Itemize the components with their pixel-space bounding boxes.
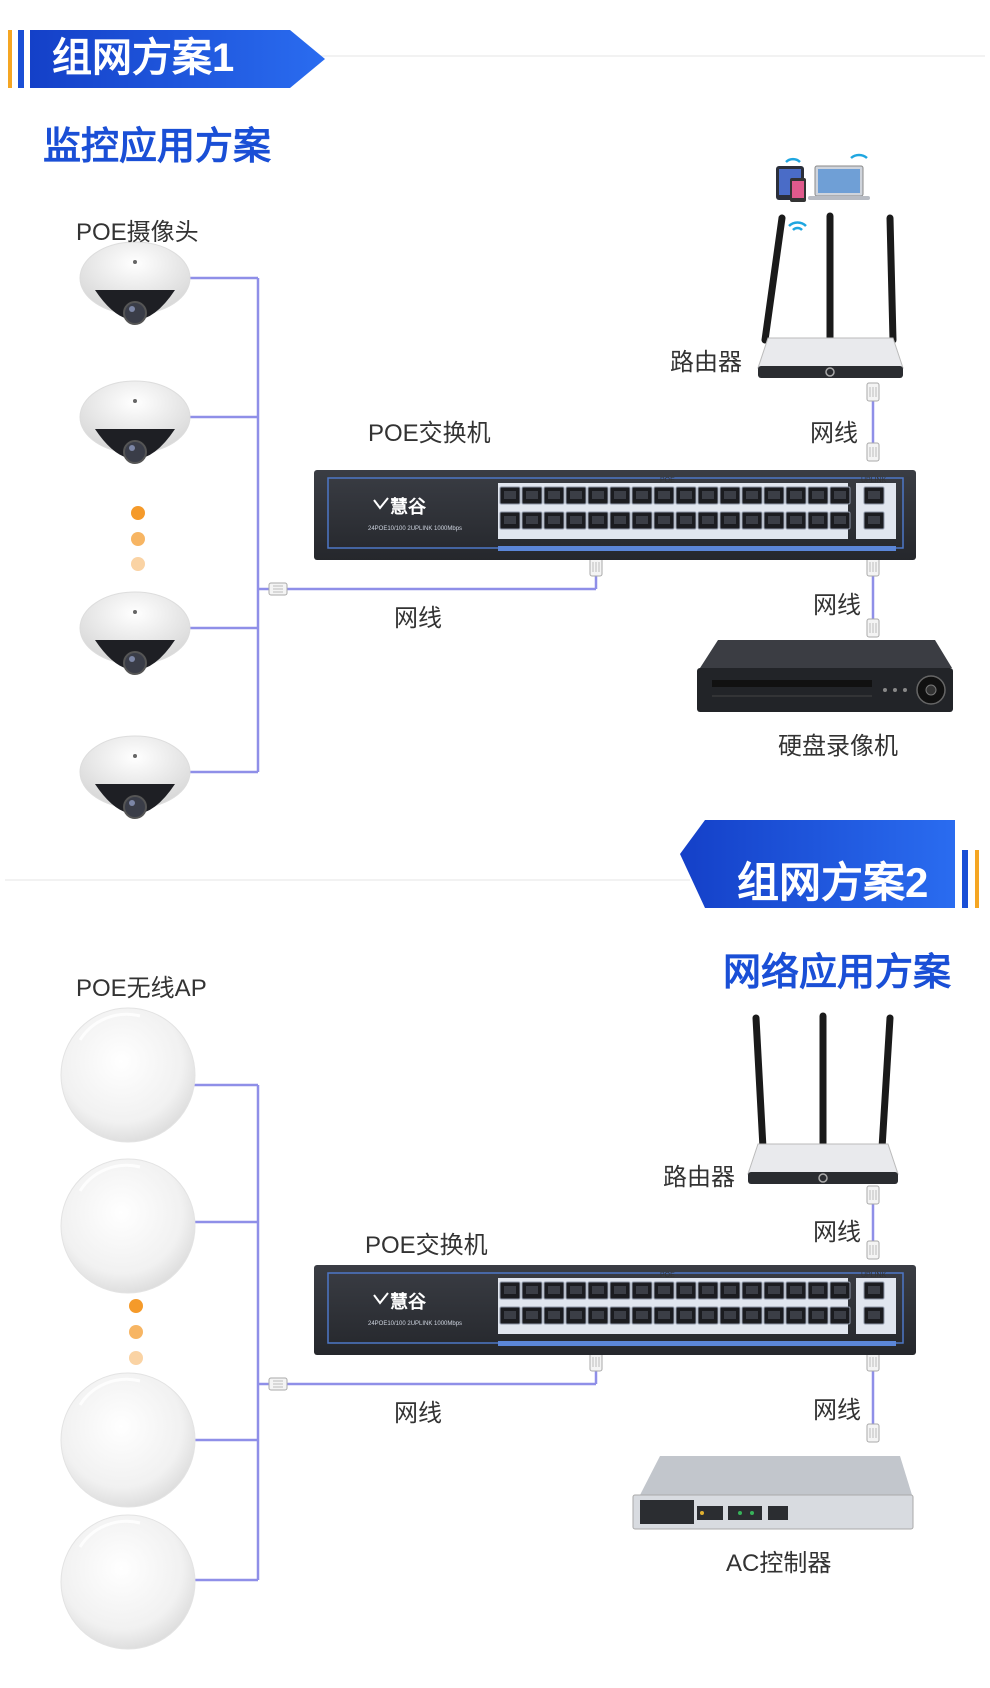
section-2-subtitle: 网络应用方案 (723, 952, 952, 994)
wireless-ap-3 (60, 1372, 196, 1508)
camera-4 (79, 735, 191, 819)
router-1-label: 路由器 (670, 349, 742, 376)
wireless-ap-4 (60, 1514, 196, 1650)
switch-2-model-text: 24POE10/100 2UPLINK 1000Mbps (368, 1321, 463, 1327)
mobile-devices-icon (776, 153, 870, 231)
switch-2-uplink-label: UPLINK (861, 1272, 887, 1279)
router-2-label: 路由器 (663, 1164, 735, 1191)
camera-2 (79, 380, 191, 464)
poe-switch-2-label: POE交换机 (365, 1232, 488, 1259)
cable-label-switch-ac: 网线 (813, 1397, 861, 1424)
cable-label-router-switch-2: 网线 (813, 1219, 861, 1246)
switch-1-brand: 慧谷 (390, 497, 426, 517)
nvr-recorder (697, 640, 953, 712)
camera-link-lines (188, 276, 875, 774)
banner-1-title: 组网方案1 (52, 36, 235, 80)
poe-switch-2 (314, 1265, 916, 1355)
poe-camera-label: POE摄像头 (76, 219, 199, 246)
router-2 (747, 1012, 899, 1184)
ac-controller (632, 1456, 914, 1530)
banner-2-shape (680, 820, 979, 908)
nvr-label: 硬盘录像机 (778, 733, 898, 760)
wireless-ap-1 (60, 1007, 196, 1143)
camera-3 (79, 591, 191, 675)
banner-2-title: 组网方案2 (737, 859, 929, 906)
switch-1-poe-label: POE (660, 477, 675, 484)
poe-ap-label: POE无线AP (76, 975, 207, 1002)
ellipsis-dots-2 (129, 1299, 143, 1365)
banner-1-shape (8, 30, 325, 88)
poe-switch-1 (314, 470, 916, 560)
ellipsis-dots-1 (131, 506, 145, 571)
camera-1 (79, 241, 191, 325)
cable-label-router-switch-1: 网线 (810, 420, 858, 447)
router-1 (757, 212, 904, 378)
switch-2-brand: 慧谷 (390, 1292, 426, 1312)
ac-controller-label: AC控制器 (726, 1550, 832, 1577)
wireless-ap-2 (60, 1158, 196, 1294)
switch-2-poe-label: POE (660, 1272, 675, 1279)
cable-label-switch-nvr: 网线 (813, 592, 861, 619)
poe-switch-1-label: POE交换机 (368, 420, 491, 447)
cable-label-aps-switch-2: 网线 (394, 1400, 442, 1427)
switch-1-model-text: 24POE10/100 2UPLINK 1000Mbps (368, 526, 463, 532)
switch-1-uplink-label: UPLINK (861, 477, 887, 484)
section-1-subtitle: 监控应用方案 (43, 126, 272, 168)
cable-label-cameras-switch-1: 网线 (394, 605, 442, 632)
